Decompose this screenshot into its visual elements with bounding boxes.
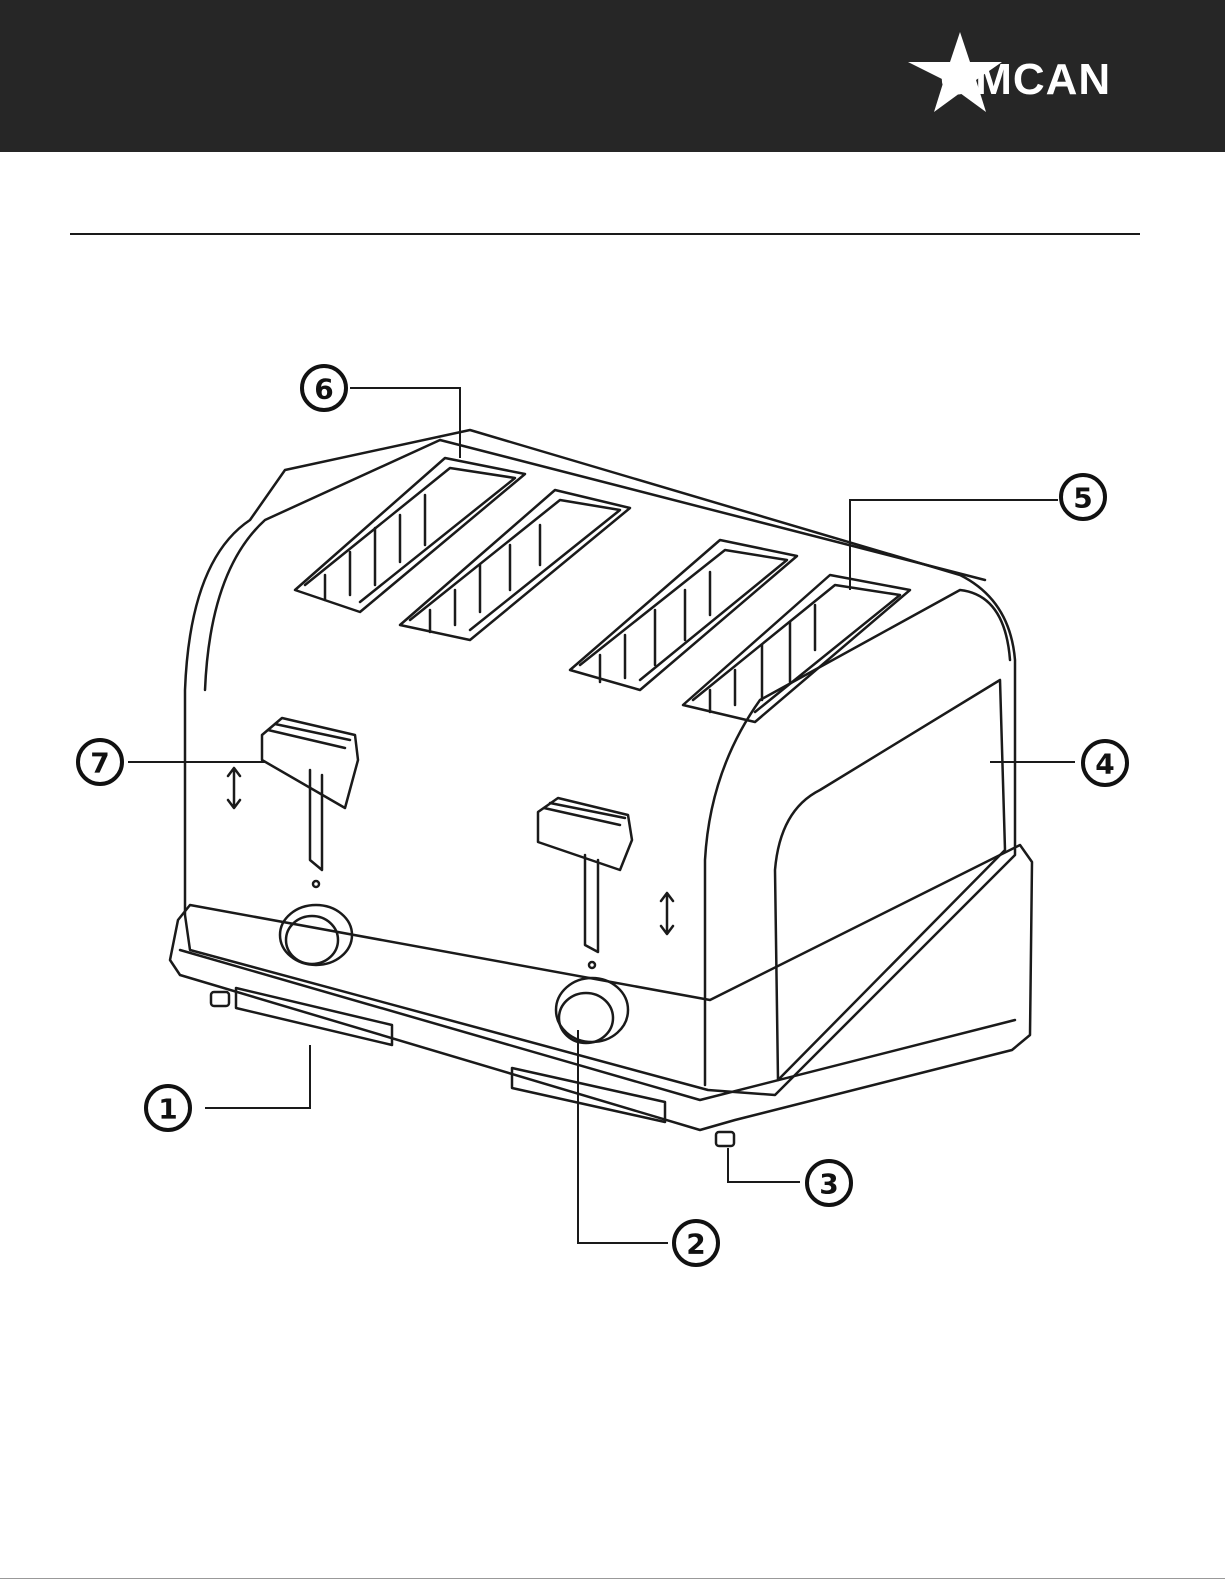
- crumb-tray-left: [236, 988, 392, 1045]
- carriage-lever-right: [538, 798, 673, 952]
- footer-divider: [0, 1578, 1225, 1579]
- callout-7-label: 7: [90, 747, 109, 780]
- foot-right: [716, 1132, 734, 1146]
- callout-5-label: 5: [1073, 482, 1092, 515]
- foot-left: [211, 992, 229, 1006]
- callout-3-label: 3: [819, 1168, 838, 1201]
- callout-2-label: 2: [686, 1228, 705, 1261]
- carriage-lever-left: [228, 718, 358, 870]
- bread-slots: [295, 458, 910, 722]
- callout-1-label: 1: [158, 1093, 177, 1126]
- callout-6-label: 6: [314, 373, 333, 406]
- callout-4-label: 4: [1095, 748, 1114, 781]
- side-panel-inner: [775, 680, 1005, 1080]
